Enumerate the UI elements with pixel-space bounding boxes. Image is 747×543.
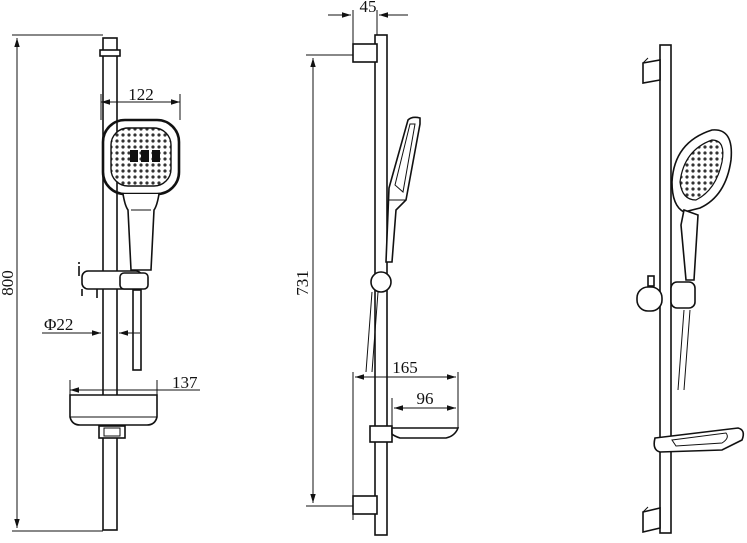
dim-wall-offset: 45 [328,0,408,44]
front-hose [132,289,142,371]
dim-dish-width-label: 137 [172,373,198,392]
persp-slider [636,275,696,312]
side-hose [365,291,379,373]
dim-rail-diameter-label: Φ22 [44,315,73,334]
dim-dish-projection-label: 165 [392,358,418,377]
side-shower-head [385,116,421,263]
dim-overall-height-label: 800 [0,270,17,296]
dim-dish-depth: 96 [391,389,456,428]
side-bottom-bracket [352,495,378,515]
dim-head-width: 122 [100,85,181,120]
dim-rail-diameter: Φ22 [42,315,140,336]
dim-dish-width: 137 [69,373,200,395]
front-slider [78,262,149,298]
dim-rail-length: 731 [293,54,353,507]
dim-head-width-label: 122 [128,85,154,104]
side-view: 45 731 165 96 [293,0,460,536]
dim-rail-length-label: 731 [293,270,312,296]
side-soap-dish [369,425,460,443]
dim-dish-depth-label: 96 [417,389,434,408]
side-top-bracket [352,43,378,63]
persp-shower-head [671,129,733,281]
perspective-view [636,44,745,534]
dim-wall-offset-label: 45 [360,0,377,16]
persp-rail [659,44,672,534]
side-slider-knob [370,271,392,293]
persp-hose [677,309,691,391]
front-soap-dish [69,394,158,439]
front-shower-head [101,118,181,271]
dim-overall-height: 800 [0,34,103,532]
persp-top-bracket [642,59,661,84]
persp-bottom-bracket [642,506,661,534]
front-head-bracket [99,49,121,57]
dim-dish-projection: 165 [352,358,459,520]
persp-soap-dish [653,427,745,453]
front-view: 800 122 Φ22 137 [0,34,200,532]
